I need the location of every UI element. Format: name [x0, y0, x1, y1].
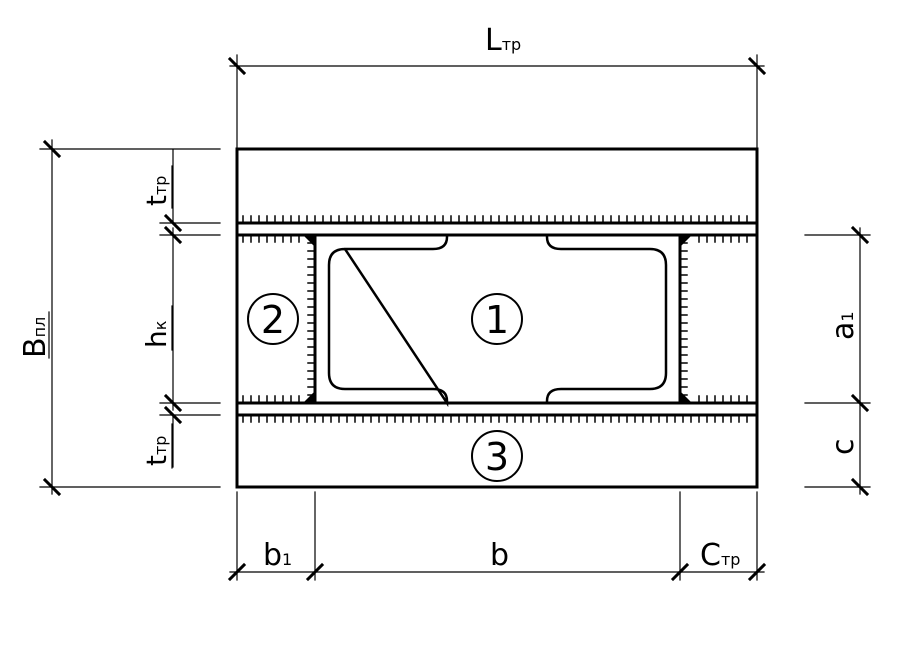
callout-circle-1 — [471, 293, 523, 345]
label-b: b — [490, 538, 509, 573]
weld-hatching — [242, 215, 748, 423]
dimension-lines — [51, 65, 861, 573]
weld-corners — [303, 235, 692, 403]
column-section-outline — [327, 233, 668, 408]
label-underlines — [48, 165, 173, 469]
label-flange-thickness-bottom: tтр — [140, 436, 173, 466]
label-plate-width: Bпл — [18, 317, 53, 358]
callout-number-2: 2 — [261, 298, 285, 342]
label-column-height: hк — [140, 320, 173, 348]
label-c: c — [826, 439, 861, 456]
label-overall-length: Lтр — [485, 23, 521, 58]
base-plate-outline — [235, 147, 759, 489]
extension-lines — [39, 54, 871, 581]
label-b1: b1 — [263, 538, 292, 573]
dimension-ticks — [42, 56, 870, 582]
callout-number-1: 1 — [485, 298, 509, 342]
label-a1: a1 — [826, 311, 861, 340]
callout-circle-3 — [471, 430, 523, 482]
label-c-tr: Cтр — [700, 538, 740, 573]
callout-number-3: 3 — [485, 435, 509, 479]
callout-circle-2 — [247, 293, 299, 345]
label-flange-thickness-top: tтр — [140, 176, 173, 206]
